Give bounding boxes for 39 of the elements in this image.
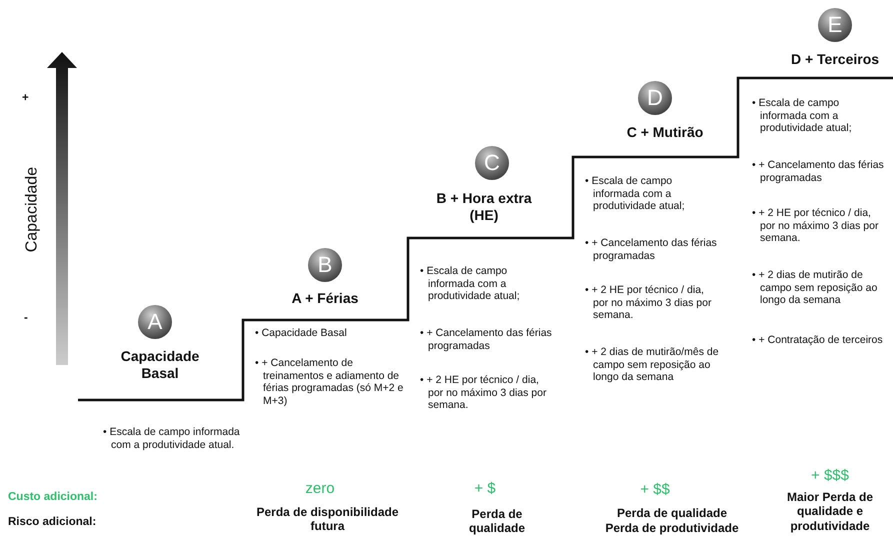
risk-text: Perda de produtividade [604, 521, 740, 536]
risk-text: Perda de qualidade [616, 506, 728, 520]
bullet-text: • + 2 HE por técnico / dia, por no máximo 3 dias por semana. [585, 284, 712, 322]
letter-badge: E [817, 7, 853, 43]
risk-text: Perda de qualidade [468, 507, 526, 536]
bullet-text: • + Cancelamento das férias programadas [420, 327, 553, 352]
row-label: Risco adicional: [8, 516, 98, 530]
step-title: D + Terceiros [790, 51, 880, 68]
bullet-text: • Escala de campo informada com a produtividade atual; [752, 97, 853, 135]
cost-value: zero [304, 480, 336, 498]
bullet-text: • Escala de campo informada com a produtividade atual; [585, 175, 686, 213]
bullet-text: • + Cancelamento de treinamentos e adiamento de férias programadas (só M+2 e M+3) [255, 357, 404, 408]
axis-tick-label: + [22, 92, 30, 106]
letter-badge: B [307, 247, 343, 283]
bullet-text: • + 2 dias de mutirão/mês de campo sem reposição ao longo da semana [585, 346, 720, 384]
letter-badge: A [137, 304, 173, 340]
letter-badge: C [474, 145, 510, 181]
step-title: B + Hora extra (HE) [435, 190, 533, 224]
bullet-text: • + 2 dias de mutirão de campo sem reposição ao longo da semana [752, 269, 878, 307]
bullet-text: • Escala de campo informada com a produtividade atual; [420, 265, 521, 303]
risk-text: Perda de disponibilidade futura [255, 505, 400, 534]
step-title: Capacidade Basal [120, 348, 200, 382]
cost-value: + $ [473, 480, 497, 498]
cost-value: + $$ [639, 481, 671, 499]
axis-tick-label: - [24, 312, 29, 326]
risk-text: Maior Perda de qualidade e produtividade [786, 490, 874, 534]
bullet-text: • Capacidade Basal [255, 327, 348, 340]
row-label: Custo adicional: [8, 491, 98, 505]
step-title: C + Mutirão [626, 124, 704, 141]
bullet-text: • Escala de campo informada com a produtividade atual. [103, 426, 241, 452]
axis-label: Capacidade [22, 166, 42, 254]
bullet-text: • + 2 HE por técnico / dia, por no máximo 3 dias por semana. [420, 374, 548, 412]
bullet-text: • + 2 HE por técnico / dia, por no máximo 3 dias por semana. [752, 207, 880, 245]
cost-value: + $$$ [810, 467, 850, 485]
bullet-text: • + Contratação de terceiros [752, 334, 884, 347]
bullet-text: • + Cancelamento das férias programadas [752, 159, 885, 184]
letter-badge: D [637, 80, 673, 116]
bullet-text: • + Cancelamento das férias programadas [585, 237, 718, 262]
step-title: A + Férias [290, 290, 360, 307]
